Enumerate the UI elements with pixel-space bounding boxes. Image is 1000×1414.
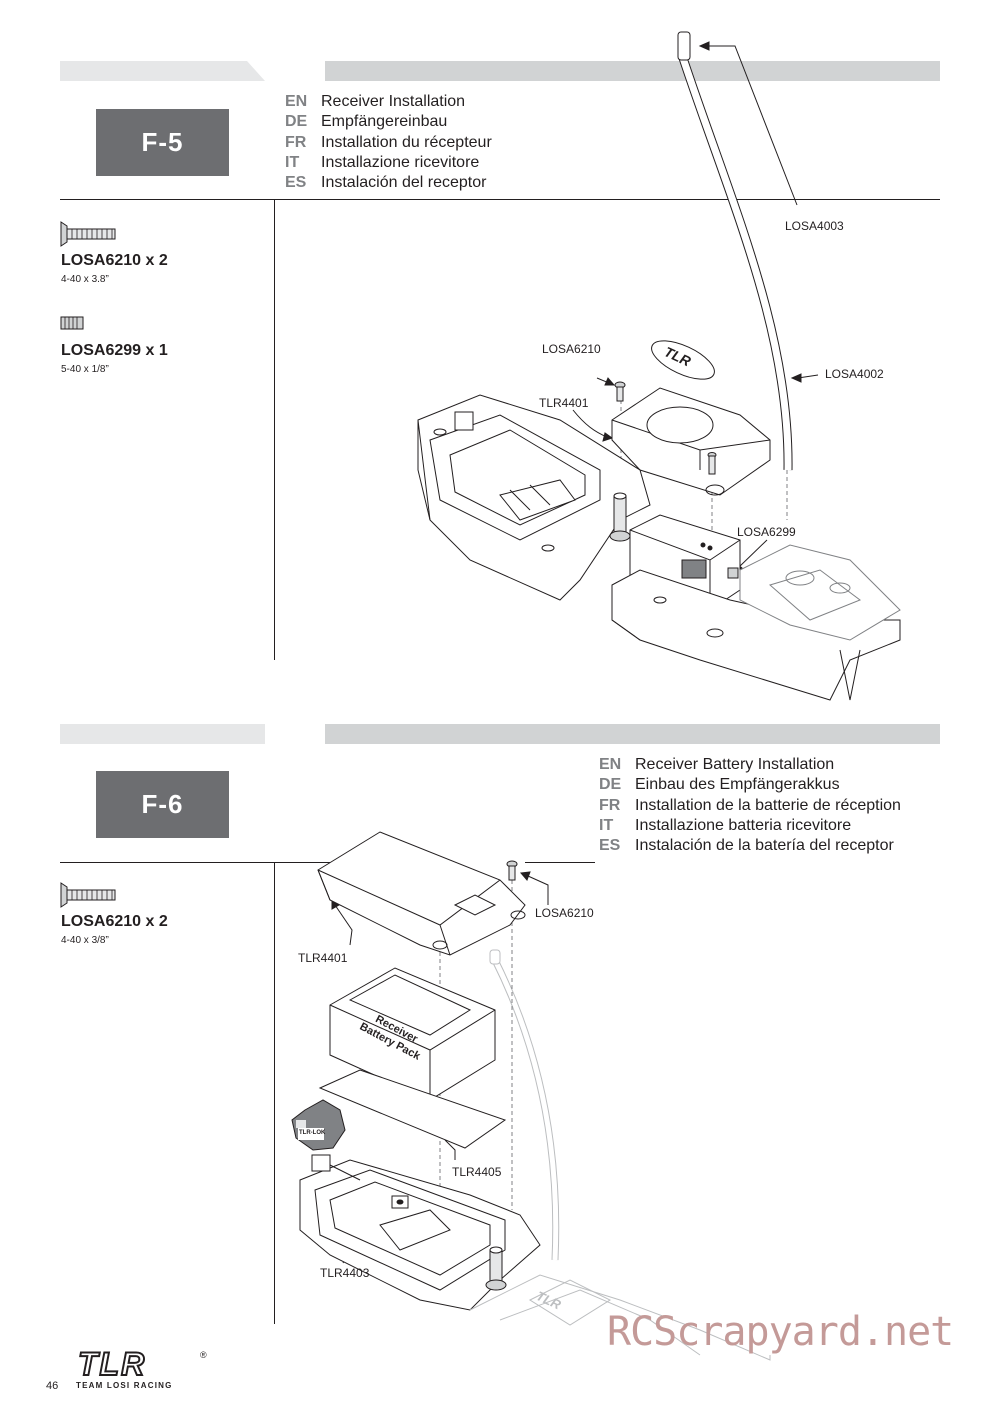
standoff-post bbox=[485, 1246, 507, 1291]
set-screw-icon bbox=[60, 316, 84, 330]
callout-losa6299: LOSA6299 bbox=[737, 525, 796, 539]
tlr-logo: TLR ® TEAM LOSI RACING bbox=[76, 1346, 207, 1392]
callout-tlr4403: TLR4403 bbox=[320, 1266, 370, 1280]
callout-losa6210: LOSA6210 bbox=[535, 906, 594, 920]
step-f6-divider-right bbox=[525, 862, 595, 863]
step-f6-label: F-6 bbox=[96, 771, 229, 838]
battery-tray bbox=[299, 1154, 541, 1311]
tlr-disc: TLR bbox=[651, 340, 715, 380]
lower-chassis bbox=[611, 544, 901, 701]
part-name-losa6210: LOSA6210 x 2 bbox=[61, 913, 168, 930]
battery-pack-label: Receiver Battery Pack bbox=[357, 1013, 423, 1063]
threadlock-badge bbox=[291, 1099, 346, 1151]
receiver-cover bbox=[611, 387, 771, 496]
callout-tlr4401: TLR4401 bbox=[298, 951, 348, 965]
step-f6-divider-left bbox=[60, 862, 335, 863]
screw-small bbox=[506, 860, 518, 881]
step-f5-header-band bbox=[60, 61, 940, 81]
antenna-tube bbox=[677, 31, 793, 471]
tlr-logo-subtitle: TEAM LOSI RACING bbox=[76, 1381, 173, 1390]
part-name-losa6210: LOSA6210 x 2 bbox=[61, 252, 168, 269]
callout-losa6210: LOSA6210 bbox=[542, 342, 601, 356]
step-f6-header-band bbox=[60, 724, 940, 744]
part-size-losa6299: 5-40 x 1/8” bbox=[61, 364, 109, 375]
svg-text:TLR: TLR bbox=[534, 1288, 564, 1313]
flat-head-screw-icon bbox=[60, 221, 116, 247]
step-f6-parts-separator bbox=[274, 862, 275, 1324]
receiver-tray bbox=[417, 394, 651, 601]
watermark-text: RCScrapyard.net bbox=[607, 1309, 954, 1355]
page-number: 46 bbox=[46, 1380, 59, 1392]
tlr-logo-mark: TLR bbox=[77, 1346, 147, 1382]
threadlock-label: TLR-LOK bbox=[299, 1130, 326, 1136]
step-f5-label: F-5 bbox=[96, 109, 229, 176]
standoff-post bbox=[609, 492, 631, 542]
antenna-tube-ghost bbox=[489, 949, 560, 1261]
part-size-losa6210: 4-40 x 3/8” bbox=[61, 935, 109, 946]
screw-small bbox=[614, 381, 626, 402]
step-f5-divider bbox=[60, 199, 940, 200]
part-name-losa6299: LOSA6299 x 1 bbox=[61, 342, 168, 359]
callout-tlr4401: TLR4401 bbox=[539, 396, 589, 410]
battery-cover bbox=[317, 831, 526, 956]
flat-head-screw-icon bbox=[60, 882, 116, 908]
receiver-box bbox=[629, 514, 741, 611]
callout-losa4002: LOSA4002 bbox=[825, 367, 884, 381]
foam-pad bbox=[318, 1069, 507, 1149]
step-f5-parts-separator bbox=[274, 199, 275, 660]
svg-text:TLR: TLR bbox=[662, 343, 694, 369]
part-size-losa6210: 4-40 x 3.8” bbox=[61, 274, 109, 285]
tlr-logo-registered: ® bbox=[200, 1350, 207, 1360]
callout-losa4003: LOSA4003 bbox=[785, 219, 844, 233]
screw-small bbox=[432, 901, 444, 926]
callout-tlr4405: TLR4405 bbox=[452, 1165, 502, 1179]
